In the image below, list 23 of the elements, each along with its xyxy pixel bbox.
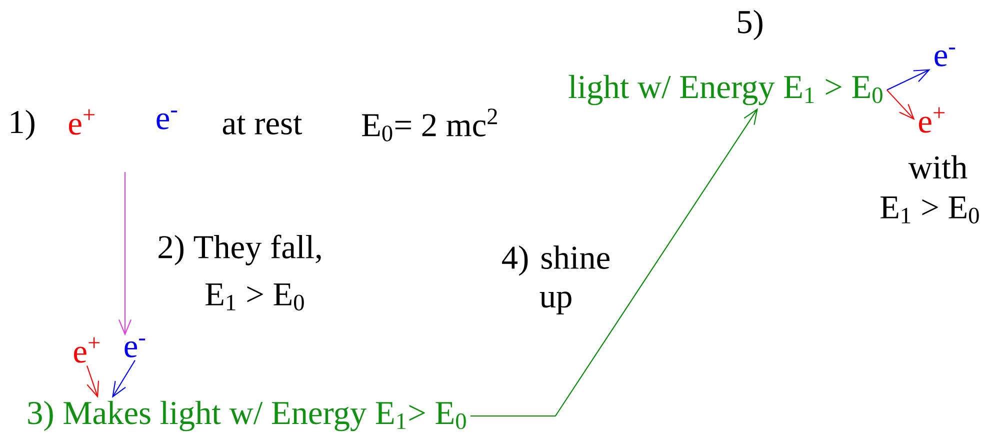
particle-label: e$^{-}$ — [934, 48, 956, 66]
particle-label: e$^{-}$ — [124, 338, 146, 358]
particle-label: e$^{-}$ — [156, 110, 178, 130]
text-label: at rest — [222, 115, 302, 135]
text-label: 2) They fall, — [158, 234, 321, 266]
arrow — [470, 108, 758, 417]
caption-text: 3) Makes light w/ Energy E$_{1}$> E$_{0}$ — [28, 400, 466, 432]
text-label: E$_{1}$ > E$_{0}$ — [880, 196, 979, 224]
text-label: 1) — [11, 110, 34, 140]
caption-text: light w/ Energy E$_{1}$ > E$_{0}$ — [568, 74, 882, 106]
arrow — [886, 69, 930, 90]
arrow — [886, 90, 915, 120]
particle-label: e$^{+}$ — [69, 109, 95, 135]
arrow — [86, 366, 100, 398]
particle-label: e$^{+}$ — [918, 107, 944, 133]
arrow — [112, 360, 136, 398]
text-label: E$_{0}$= 2 mc$^{2}$ — [362, 108, 497, 142]
text-label: E$_{1}$ > E$_{0}$ — [206, 283, 304, 310]
particle-label: e$^{+}$ — [74, 337, 100, 363]
arrow — [118, 172, 132, 336]
text-label: 5) — [738, 10, 762, 40]
text-label: with — [908, 155, 968, 179]
text-label: 4) shine up — [502, 246, 610, 314]
